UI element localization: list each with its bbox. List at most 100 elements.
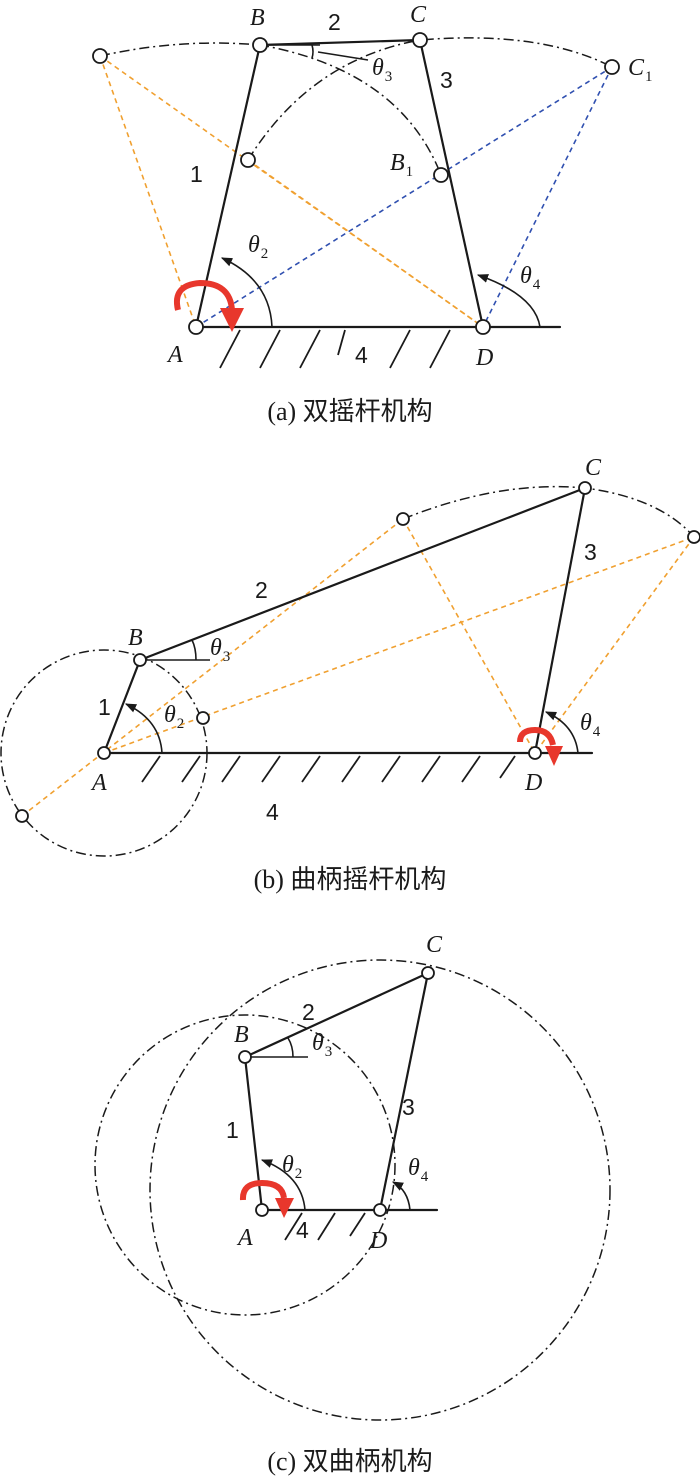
b-joint-alt-b2 — [15, 809, 29, 823]
c-label-b: B — [234, 1022, 249, 1048]
b-link-1 — [102, 658, 142, 755]
b-joint-c — [578, 481, 592, 495]
a-link-1 — [194, 43, 262, 329]
a-alt-blue-c1d — [482, 66, 613, 328]
panel-c-double-crank: B C A D 1 2 3 4 θ3 θ2 θ4 (c) 双曲柄机构 — [94, 932, 611, 1476]
b-joint-alt-c2 — [687, 530, 700, 544]
b-joint-d — [528, 746, 542, 760]
panel-a-double-rocker: B C C1 B1 A D 1 2 3 4 θ3 θ2 θ4 (a) 双摇杆机构 — [92, 2, 653, 426]
a-theta3-label: θ3 — [372, 55, 392, 85]
b-label-b: B — [128, 625, 143, 651]
a-link-2-number: 2 — [328, 9, 341, 35]
a-theta3-leader — [317, 51, 369, 61]
a-link-1-number: 1 — [190, 161, 203, 187]
b-joint-alt-b1 — [196, 711, 210, 725]
b-link-3 — [533, 486, 587, 755]
a-drive-rotation-arrow — [174, 279, 235, 311]
a-caption: (a) 双摇杆机构 — [267, 397, 432, 426]
c-theta2-arrow — [260, 1159, 306, 1211]
c-joint-b — [238, 1050, 252, 1064]
b-link-1-number: 1 — [98, 694, 111, 720]
a-label-d: D — [475, 345, 493, 371]
b-link-2-number: 2 — [255, 577, 268, 603]
b-link-3-number: 3 — [584, 539, 597, 565]
b-alt-line-1 — [21, 518, 404, 817]
c-theta4-label: θ4 — [408, 1155, 429, 1185]
c-link-4-number: 4 — [296, 1217, 309, 1243]
a-joint-alt-b — [92, 48, 108, 64]
a-link-3-number: 3 — [440, 67, 453, 93]
c-caption: (c) 双曲柄机构 — [267, 1447, 432, 1476]
b-alt-line-3 — [103, 536, 695, 754]
b-rocker-arc — [402, 485, 695, 538]
c-joint-a — [255, 1203, 269, 1217]
b-label-d: D — [524, 770, 542, 796]
a-link-2 — [258, 38, 422, 47]
c-link-3 — [378, 971, 430, 1212]
a-alt-line-b — [247, 159, 484, 328]
b-ground-hatch — [141, 755, 516, 783]
b-joint-b — [133, 653, 147, 667]
a-label-a: A — [166, 342, 183, 368]
a-ground-hatch — [219, 329, 451, 369]
a-theta4-label: θ4 — [520, 263, 541, 293]
c-ground-hatch — [284, 1212, 366, 1241]
b-theta4-arrow — [544, 711, 579, 754]
c-joint-c — [421, 966, 435, 980]
c-theta3-label: θ3 — [312, 1030, 332, 1060]
a-joint-b — [252, 37, 268, 53]
a-theta2-label: θ2 — [248, 232, 268, 262]
c-link-3-number: 3 — [402, 1094, 415, 1120]
b-drive-arrowhead — [545, 746, 563, 766]
a-joint-a — [188, 319, 204, 335]
b-drive-rotation-arrow — [517, 726, 556, 746]
b-theta3-arc — [191, 639, 197, 661]
a-joint-alt-b2 — [240, 152, 256, 168]
b-joint-alt-c1 — [396, 512, 410, 526]
panel-b-crank-rocker: B C A D 1 2 3 4 θ3 θ2 θ4 (b) 曲柄摇杆机构 — [0, 455, 700, 894]
a-drive-arrowhead — [220, 308, 244, 332]
c-label-a: A — [236, 1225, 253, 1251]
c-theta2-label: θ2 — [282, 1152, 302, 1182]
a-link-4-number: 4 — [355, 342, 368, 368]
a-arc-c — [247, 37, 613, 161]
b-theta2-arrow — [124, 703, 163, 754]
a-joint-b1 — [433, 167, 449, 183]
a-alt-crank-line — [99, 55, 197, 328]
a-link-3 — [418, 38, 485, 329]
b-alt-line-2 — [402, 518, 536, 754]
a-arc-b — [99, 42, 442, 176]
a-label-c1: C1 — [628, 55, 653, 85]
a-joint-d — [475, 319, 491, 335]
c-drive-rotation-arrow — [239, 1179, 287, 1201]
a-theta4-arrow — [476, 274, 541, 328]
b-link-4-number: 4 — [266, 799, 279, 825]
b-caption: (b) 曲柄摇杆机构 — [254, 865, 447, 894]
a-label-b: B — [250, 5, 265, 31]
a-theta3-arc — [311, 44, 314, 59]
c-theta4-arrow — [392, 1181, 411, 1211]
b-alt-line-4 — [534, 536, 695, 754]
c-link-2-number: 2 — [302, 999, 315, 1025]
b-label-c: C — [585, 455, 602, 481]
a-joint-c — [412, 32, 428, 48]
c-link-2 — [243, 971, 430, 1059]
a-joint-c1 — [604, 59, 620, 75]
c-link-1-number: 1 — [226, 1117, 239, 1143]
b-link-2 — [138, 486, 587, 662]
a-label-b1: B1 — [390, 150, 413, 180]
c-theta3-arc — [287, 1037, 294, 1058]
a-theta2-arrow — [220, 257, 273, 328]
c-label-d: D — [369, 1228, 387, 1254]
b-label-a: A — [90, 770, 107, 796]
c-crank-circle-c — [149, 959, 611, 1421]
b-theta2-label: θ2 — [164, 702, 184, 732]
c-joint-d — [373, 1203, 387, 1217]
b-theta4-label: θ4 — [580, 710, 601, 740]
c-label-c: C — [426, 932, 443, 958]
c-drive-arrowhead — [275, 1198, 294, 1218]
b-joint-a — [97, 746, 111, 760]
a-alt-blue-ac1 — [195, 66, 613, 328]
c-crank-circle-b — [94, 1014, 396, 1316]
